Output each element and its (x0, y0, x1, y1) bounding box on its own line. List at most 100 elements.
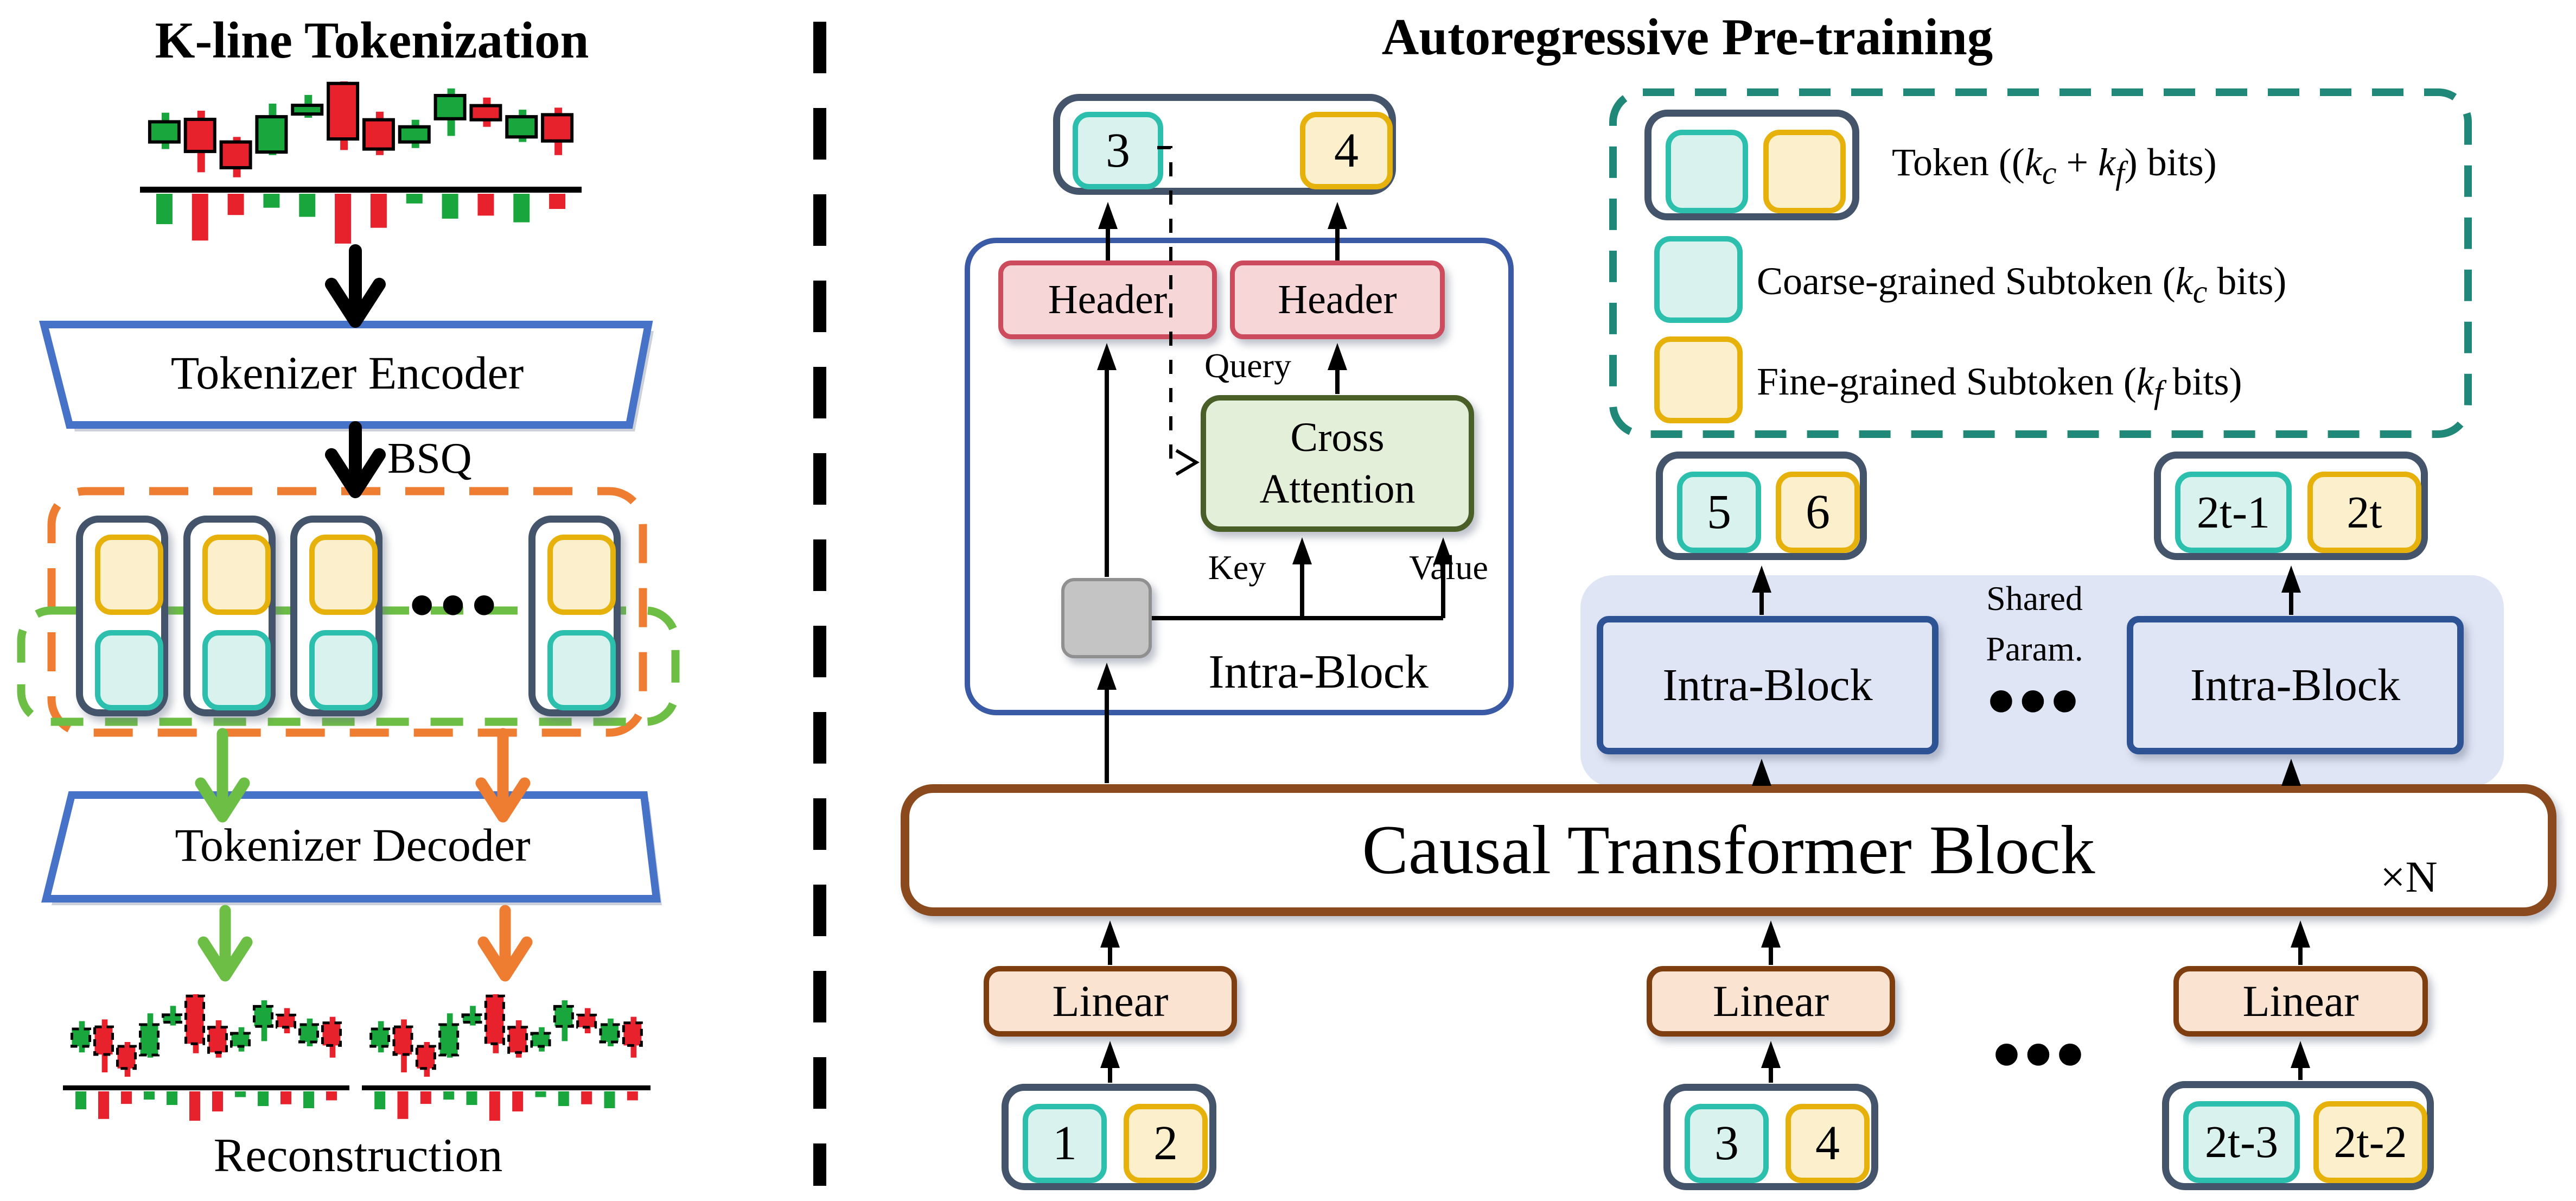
flow-arrow (1100, 1041, 1120, 1083)
cross-attention-line2: Attention (1259, 466, 1415, 512)
coarse-subtoken-value: 3 (1714, 1116, 1739, 1170)
chart-baseline (63, 1085, 349, 1090)
volume-bar (144, 1091, 155, 1100)
arrow-head (1433, 537, 1453, 564)
coarse-subtoken-box: 3 (1073, 112, 1163, 189)
flow-arrow (2291, 1041, 2310, 1080)
intra-block-left-label: Intra-Block (1662, 660, 1873, 710)
cross-attention-line1: Cross (1290, 415, 1385, 460)
arrow-head (475, 777, 531, 823)
token-pair (183, 516, 276, 716)
volume-bar (370, 194, 387, 228)
coarse-subtoken-box: 5 (1677, 472, 1761, 553)
coarse-subtoken-box: 2t-1 (2175, 472, 2292, 553)
right-panel-title: Autoregressive Pre-training (1381, 8, 1993, 66)
volume-bar (374, 1091, 386, 1109)
volume-bar (280, 1091, 291, 1104)
linear-label: Linear (1052, 976, 1169, 1026)
legend-token-label: Token ((kc + kf) bits) (1892, 141, 2217, 191)
legend-fine-label: Fine-grained Subtoken (kf bits) (1757, 360, 2242, 410)
volume-bar (98, 1091, 109, 1119)
linear-box: Linear (2173, 966, 2428, 1037)
arrow-head (2291, 1041, 2310, 1068)
repeat-n-label: ×N (2380, 851, 2438, 901)
reconstruction-label: Reconstruction (213, 1129, 503, 1182)
volume-bar (397, 1091, 409, 1119)
input-token-pair: 3 4 (1663, 1084, 1878, 1190)
sequence-token-pair: 2t-1 2t (2154, 452, 2428, 560)
arrow-head (2281, 565, 2301, 593)
chart-baseline (140, 187, 582, 193)
volume-bar (303, 1091, 314, 1109)
linear-box: Linear (984, 966, 1237, 1037)
candle-body (484, 994, 505, 1045)
arrow-head (1292, 537, 1312, 564)
volume-bar (121, 1091, 132, 1104)
volume-bar (489, 1091, 500, 1121)
coarse-subtoken-box (309, 630, 378, 710)
fine-subtoken-value: 2 (1153, 1116, 1178, 1170)
tokenizer-encoder-label: Tokenizer Encoder (170, 347, 524, 399)
volume-bar (192, 194, 208, 241)
volume-bar (299, 194, 316, 217)
fine-to-decoder-arrow (475, 728, 531, 823)
arrow-head (1097, 343, 1117, 370)
volume-bar (156, 194, 173, 224)
token-group-orange-dashed-box (47, 487, 647, 737)
candle-body (576, 1013, 597, 1029)
intra-block-left: Intra-Block (1597, 616, 1939, 754)
arrow-head (1752, 759, 1771, 786)
candle-body (253, 1005, 273, 1028)
fine-subtoken-box: 2t-2 (2313, 1101, 2427, 1183)
linear-label: Linear (2242, 976, 2359, 1026)
coarse-subtoken-box: 1 (1023, 1104, 1107, 1183)
coarse-to-decoder-arrow (195, 728, 250, 823)
fine-subtoken-value: 6 (1806, 485, 1830, 539)
arrow-head (197, 936, 253, 982)
flow-arrow (2291, 920, 2310, 965)
fine-subtoken-box: 6 (1776, 472, 1860, 553)
coarse-subtoken-box (547, 630, 616, 710)
volume-bar (442, 194, 458, 219)
candle-body (392, 1025, 413, 1056)
fine-subtoken-value: 2t-2 (2333, 1117, 2407, 1167)
coarse-subtoken-value: 3 (1106, 123, 1130, 177)
fine-subtoken-value: 2t (2347, 487, 2382, 538)
volume-bar (326, 1091, 337, 1101)
kline-chart (140, 81, 582, 244)
candle-body (230, 1032, 251, 1048)
candle-body (505, 115, 538, 139)
linear-box: Linear (1647, 966, 1895, 1037)
legend-coarse-label: Coarse-grained Subtoken (kc bits) (1757, 259, 2287, 310)
arrow-head (325, 277, 386, 328)
volume-bar (263, 194, 280, 208)
left-panel-title: K-line Tokenization (155, 11, 589, 69)
candle-body (207, 1026, 228, 1054)
candle-body (461, 1013, 482, 1024)
arrow-head (2291, 920, 2310, 948)
legend-coarse-sample (1654, 236, 1743, 323)
candle-body (553, 1005, 574, 1028)
bottom-ellipsis: ••• (1992, 1009, 2088, 1100)
coarse-subtoken-box (95, 630, 163, 710)
header-right-label: Header (1278, 277, 1397, 322)
coarse-subtoken-box: 2t-3 (2183, 1101, 2300, 1183)
header-right-box: Header (1230, 260, 1445, 339)
legend-token-sample (1644, 110, 1859, 220)
volume-bar (227, 194, 244, 215)
coarse-subtoken-box (202, 630, 271, 710)
candle-body (438, 1023, 460, 1057)
arrow-head (1761, 1041, 1781, 1068)
fine-subtoken-box: 4 (1300, 112, 1393, 189)
candle-body (276, 1013, 296, 1029)
candle-body (219, 140, 252, 170)
volume-bar (212, 1091, 223, 1111)
tokenizer-encoder-shape (39, 321, 653, 429)
coarse-subtoken-value: 2t-1 (2196, 487, 2271, 538)
flow-arrow (1328, 343, 1347, 394)
volume-bar (513, 194, 530, 223)
coarse-subtoken-value: 5 (1707, 485, 1731, 539)
arrow-head (1100, 920, 1120, 948)
input-token-pair: 1 2 (1002, 1084, 1216, 1190)
